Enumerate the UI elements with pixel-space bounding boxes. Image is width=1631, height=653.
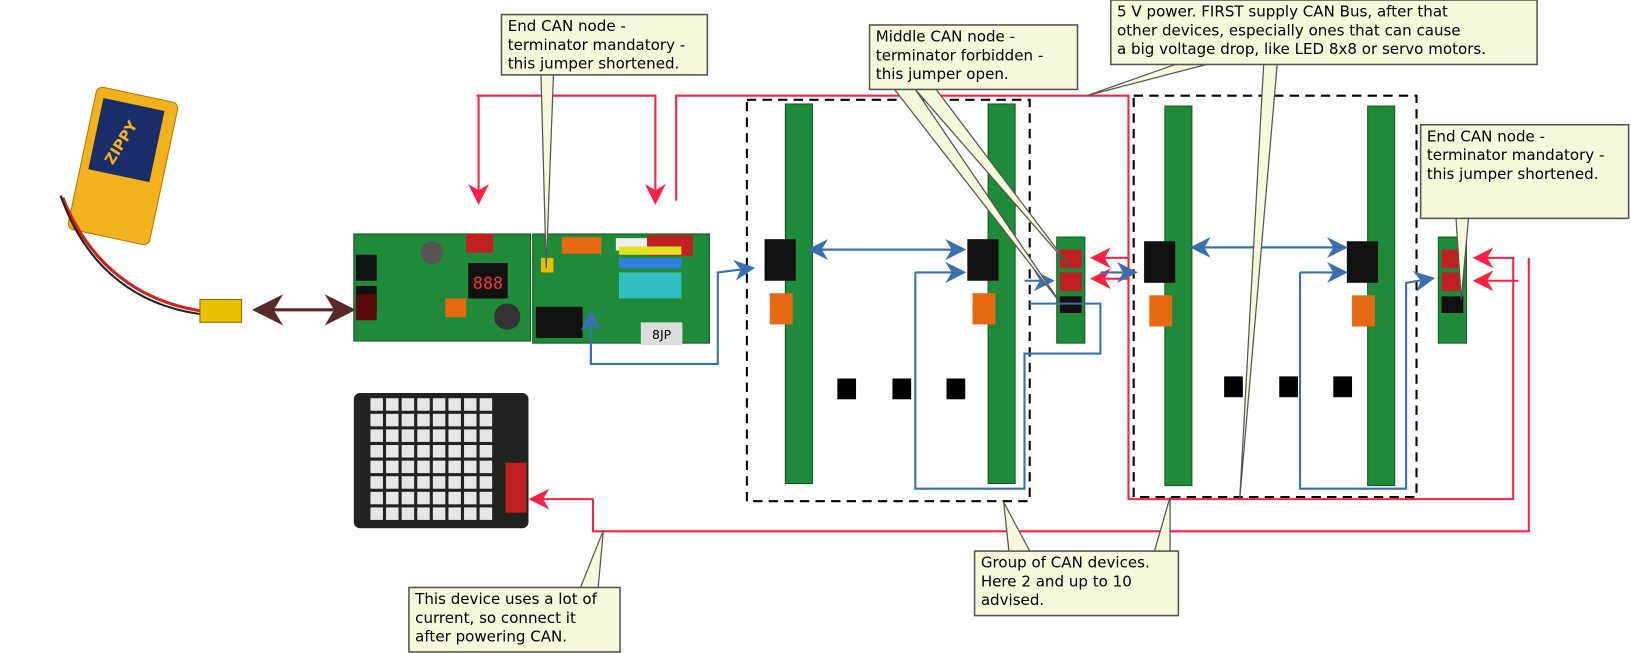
led-pixel xyxy=(448,507,461,520)
led-matrix-8x8 xyxy=(353,393,529,529)
callout-power: 5 V power. FIRST supply CAN Bus, after t… xyxy=(1110,0,1538,66)
callout-end-node-right: End CAN node -terminator mandatory -this… xyxy=(1419,123,1630,220)
led-pixel xyxy=(401,476,415,489)
led-pixel xyxy=(417,476,430,489)
can-device-strip xyxy=(967,103,1016,485)
led-pixel xyxy=(401,445,415,458)
voltage-display: 888 xyxy=(473,274,503,293)
callout-end-node-left: End CAN node -terminator mandatory -this… xyxy=(500,13,709,76)
led-pixel xyxy=(386,491,399,505)
led-pixel xyxy=(401,491,415,505)
usb-marking: 8JP xyxy=(652,327,672,342)
led-pixel xyxy=(432,476,446,489)
led-pixel xyxy=(432,460,446,474)
led-pixel xyxy=(464,445,477,458)
can-splitter-middle xyxy=(1056,236,1086,344)
led-pixel xyxy=(401,460,415,474)
led-pixel xyxy=(417,460,430,474)
led-pixel xyxy=(417,507,430,520)
led-pixel xyxy=(448,476,461,489)
led-pixel xyxy=(464,398,477,411)
led-pixel xyxy=(464,476,477,489)
can-wires xyxy=(580,237,1436,490)
led-pixel xyxy=(432,445,446,458)
led-pixel xyxy=(479,445,493,458)
power-board: 888 xyxy=(353,233,532,342)
led-pixel xyxy=(479,398,493,411)
led-pixel xyxy=(370,429,383,442)
can-controller-board: 8JP xyxy=(532,233,710,346)
led-pixel xyxy=(448,460,461,474)
callout-pointers xyxy=(540,63,1470,589)
can-device-strip xyxy=(764,103,813,485)
led-pixel xyxy=(370,413,383,427)
led-pixel xyxy=(479,507,493,520)
led-pixel xyxy=(432,507,446,520)
led-pixel xyxy=(386,413,399,427)
led-pixel xyxy=(386,460,399,474)
led-pixel xyxy=(370,398,383,411)
svg-text:End CAN node -terminator manda: End CAN node -terminator mandatory -this… xyxy=(508,17,686,72)
callout-group: Group of CAN devices.Here 2 and up to 10… xyxy=(973,550,1180,617)
led-pixel xyxy=(432,398,446,411)
led-pixel xyxy=(386,445,399,458)
led-pixel xyxy=(432,491,446,505)
led-pixel xyxy=(464,413,477,427)
led-pixel xyxy=(417,429,430,442)
svg-text:Middle CAN node -terminator fo: Middle CAN node -terminator forbidden -t… xyxy=(876,28,1043,83)
led-pixel xyxy=(479,476,493,489)
led-pixel xyxy=(464,429,477,442)
can-group-1 xyxy=(745,98,1031,503)
led-pixel xyxy=(401,429,415,442)
more-devices-ellipsis xyxy=(837,376,1353,400)
svg-text:5 V power. FIRST supply CAN Bu: 5 V power. FIRST supply CAN Bus, after t… xyxy=(1117,3,1486,58)
led-pixel xyxy=(417,413,430,427)
led-pixel xyxy=(370,476,383,489)
led-pixel xyxy=(448,445,461,458)
led-pixel xyxy=(448,491,461,505)
led-pixel xyxy=(386,476,399,489)
led-pixel xyxy=(370,507,383,520)
led-pixel xyxy=(432,429,446,442)
led-pixel xyxy=(417,491,430,505)
can-device-strip xyxy=(1346,105,1396,487)
led-pixel xyxy=(479,413,493,427)
led-pixel xyxy=(448,429,461,442)
svg-text:Group of CAN devices.Here 2 an: Group of CAN devices.Here 2 and up to 10… xyxy=(981,554,1150,609)
led-pixel xyxy=(386,507,399,520)
led-pixel xyxy=(386,429,399,442)
svg-text:End CAN node -terminator manda: End CAN node -terminator mandatory -this… xyxy=(1427,127,1605,182)
led-pixel xyxy=(370,445,383,458)
led-pixel xyxy=(464,491,477,505)
led-pixel xyxy=(448,413,461,427)
power-wires xyxy=(468,94,1530,533)
led-pixel xyxy=(417,445,430,458)
led-pixel xyxy=(479,491,493,505)
led-pixel xyxy=(401,507,415,520)
led-pixel xyxy=(401,413,415,427)
led-pixel xyxy=(464,507,477,520)
led-pixel xyxy=(448,398,461,411)
led-pixel xyxy=(401,398,415,411)
led-pixel xyxy=(479,460,493,474)
led-pixel xyxy=(432,413,446,427)
led-pixel xyxy=(386,398,399,411)
xt60-connector xyxy=(199,298,243,323)
callout-middle-node: Middle CAN node -terminator forbidden -t… xyxy=(868,24,1079,91)
led-pixel xyxy=(479,429,493,442)
can-device-strip xyxy=(1144,105,1193,487)
led-pixel xyxy=(464,460,477,474)
led-pixel xyxy=(417,398,430,411)
led-pixel xyxy=(370,491,383,505)
led-pixel xyxy=(370,460,383,474)
lipo-battery: ZIPPY xyxy=(59,86,243,323)
